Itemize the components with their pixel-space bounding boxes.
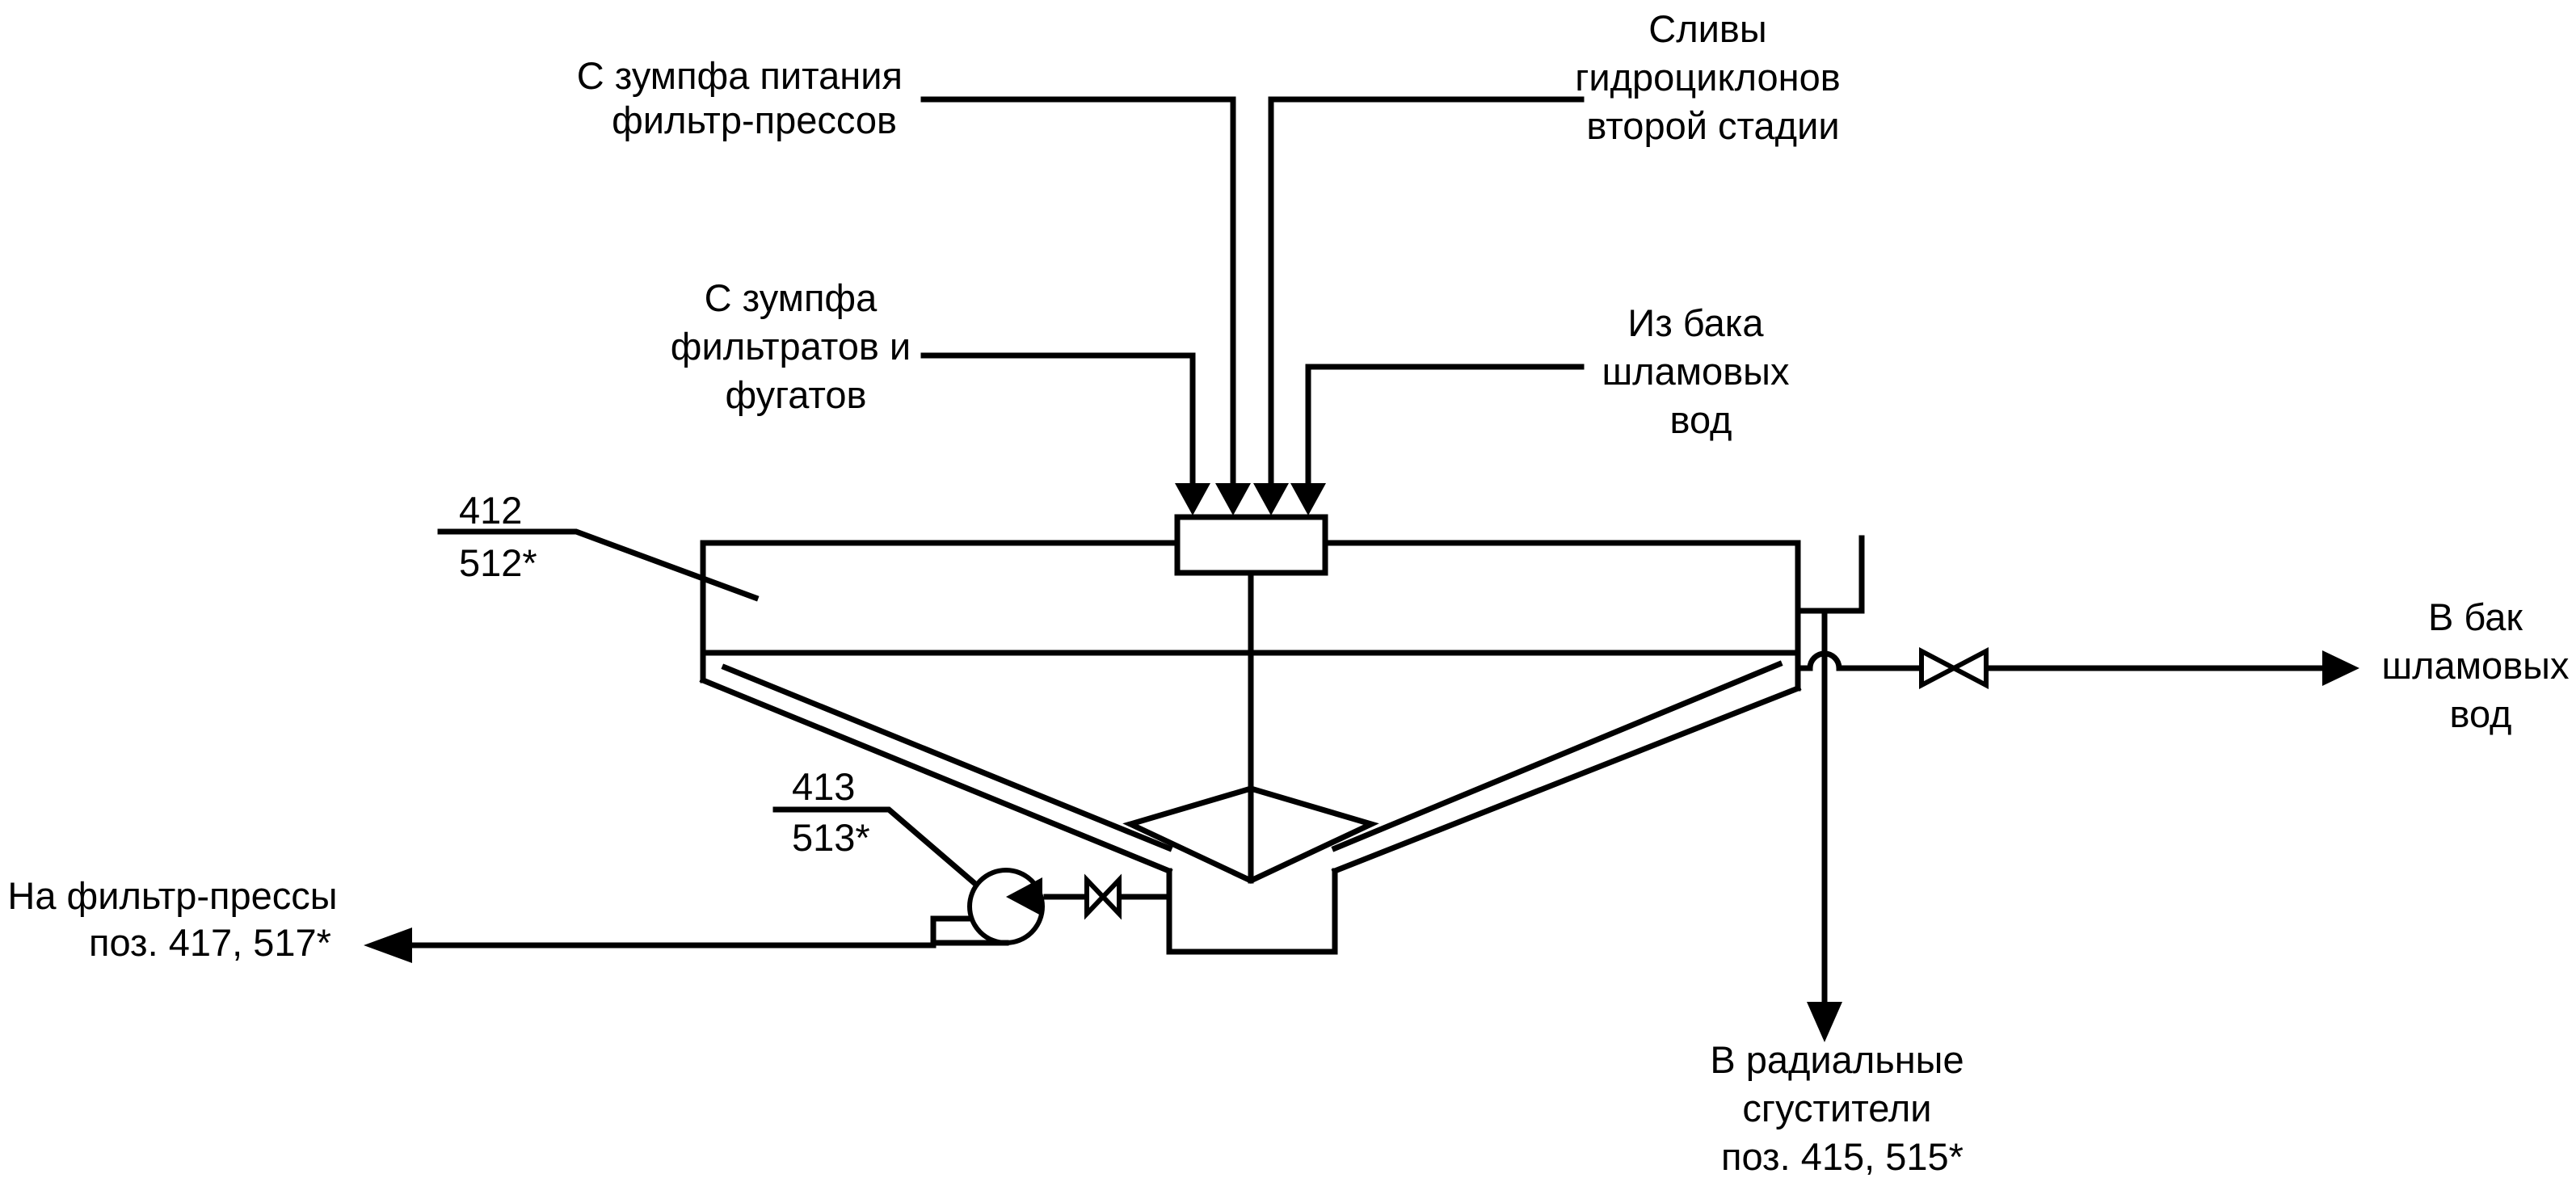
pump-discharge-line	[364, 894, 1172, 963]
thickener-pos-bottom: 512*	[459, 541, 537, 584]
filtrate-sump-label: С зумпфа фильтратов и фугатов	[671, 276, 921, 416]
to-radial-thickeners-label: В радиальные сгустители поз. 415, 515*	[1710, 1038, 1974, 1178]
thickener-pos-leader	[437, 528, 760, 602]
to-filter-press-label: На фильтр-прессы поз. 417, 517*	[7, 874, 347, 964]
valve-pump-line	[1084, 873, 1122, 920]
to-slime-tank-label: В бак шламовых вод	[2381, 595, 2576, 735]
slime-tank-inlet-label: Из бака шламовых вод	[1602, 301, 1799, 441]
valve-slime-tank	[1919, 647, 1989, 689]
feed-sump-label: С зумпфа питания фильтр-прессов	[577, 54, 913, 141]
feed-well	[1174, 514, 1328, 576]
overflow-outlets	[1795, 535, 2359, 1042]
pump-pos-bottom: 513*	[792, 816, 870, 859]
thickener-pos-top: 412	[459, 489, 522, 532]
hydrocyclone-overflow-label: Сливы гидроциклонов второй стадии	[1575, 7, 1851, 147]
pump-pos-leader	[772, 806, 979, 888]
inlet-pipes	[920, 96, 1585, 515]
rake-mechanism	[1122, 785, 1379, 884]
pump-icon	[930, 868, 1045, 946]
pump-pos-top: 413	[792, 765, 855, 808]
